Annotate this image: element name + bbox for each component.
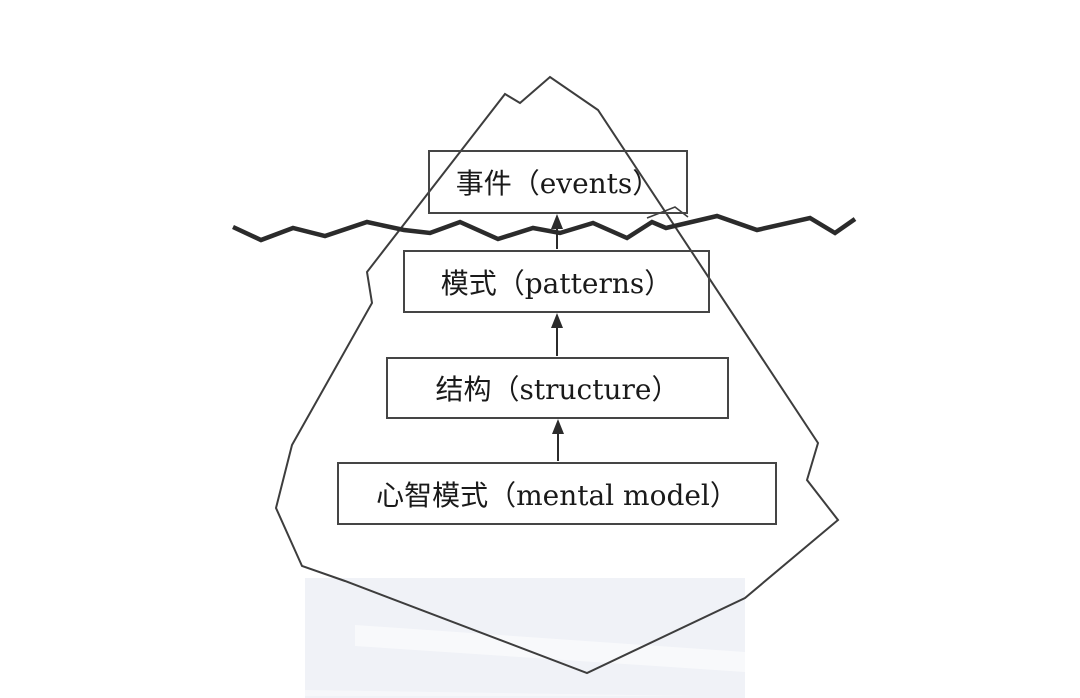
up-arrow-mental-to-structure [552,419,564,461]
level-label-structure: 结构（structure） [435,373,680,406]
level-box-structure: 结构（structure） [386,357,729,419]
up-arrow-patterns-to-events [551,214,563,249]
level-label-patterns: 模式（patterns） [440,266,673,300]
level-box-events: 事件（events） [428,150,688,214]
level-box-patterns: 模式（patterns） [403,250,710,313]
watermark-shadow [305,578,745,698]
iceberg-outline [274,75,840,675]
up-arrow-structure-to-patterns [551,313,563,356]
level-box-mental-model: 心智模式（mental model） [337,462,777,525]
level-label-mental-model: 心智模式（mental model） [376,478,738,512]
water-line [232,213,857,243]
level-label-events: 事件（events） [455,167,661,200]
